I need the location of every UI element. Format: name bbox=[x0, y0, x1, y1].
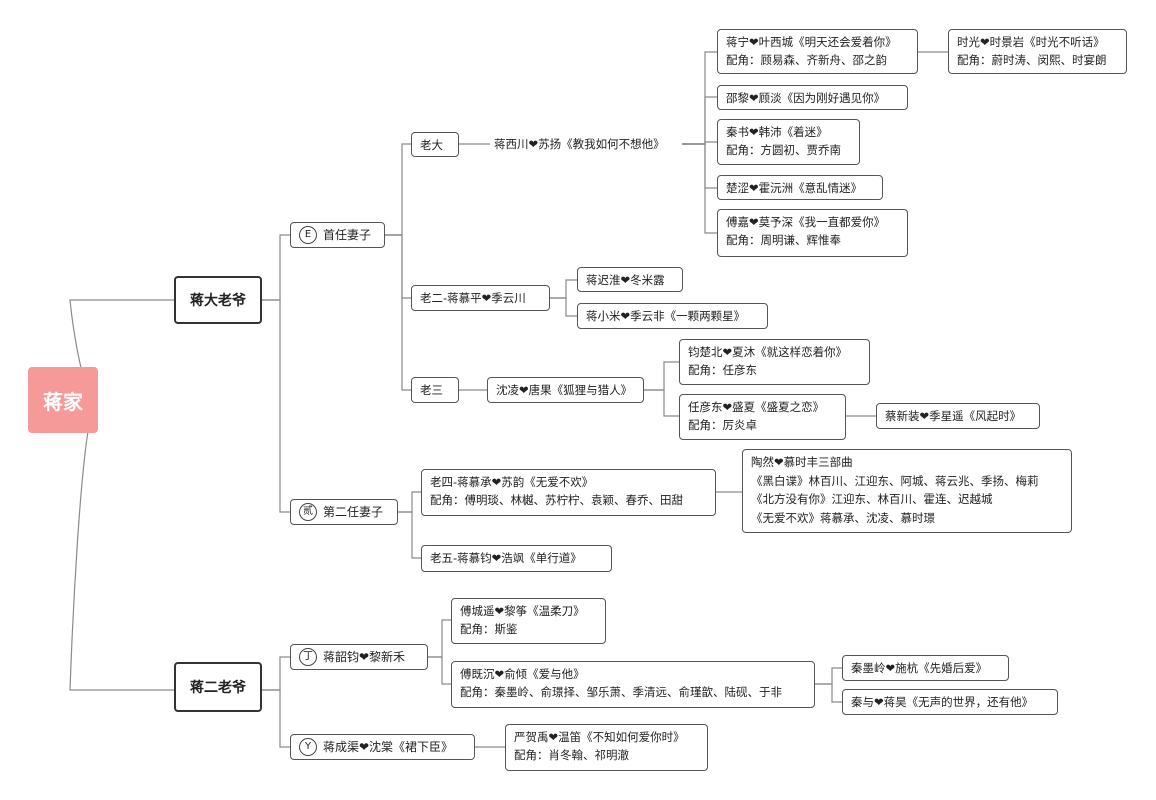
shaojun-child-1[interactable]: 傅城遥❤黎筝《温柔刀》 配角：斯鉴 bbox=[451, 598, 606, 644]
second-son-child-2[interactable]: 蒋小米❤季云非《一颗两颗星》 bbox=[577, 303, 768, 329]
root-node[interactable]: 蒋家 bbox=[28, 367, 98, 433]
eldest-child-2[interactable]: 邵黎❤顾淡《因为刚好遇见你》 bbox=[717, 85, 908, 110]
chengli-child[interactable]: 严贺禹❤温笛《不知如何爱你时》 配角：肖冬翰、祁明澈 bbox=[505, 724, 708, 771]
eldest-child-4[interactable]: 楚涩❤霍沅洲《意乱情迷》 bbox=[717, 175, 883, 200]
second-son-node[interactable]: 老二-蒋慕平❤季云川 bbox=[411, 285, 550, 311]
third-son-child-2[interactable]: 任彦东❤盛夏《盛夏之恋》 配角：厉炎卓 bbox=[679, 394, 846, 440]
second-wife-label: 第二任妻子 bbox=[323, 505, 384, 519]
fourth-son-node[interactable]: 老四-蒋慕承❤苏韵《无爱不欢》 配角：傅明琰、林樾、苏柠柠、袁颖、春乔、田甜 bbox=[421, 469, 716, 516]
chengli-label: 蒋成渠❤沈棠《裙下臣》 bbox=[323, 740, 454, 754]
shaojun-label: 蒋韶钧❤黎新禾 bbox=[323, 650, 406, 664]
shaojun-grandchild-1[interactable]: 秦墨岭❤施杭《先婚后爱》 bbox=[842, 655, 1009, 681]
shaojun-child-2[interactable]: 傅既沉❤俞倾《爱与他》 配角：秦墨岭、俞璟择、邹乐萧、季清远、俞瑾歆、陆砚、于非 bbox=[451, 661, 815, 708]
second-son-child-1[interactable]: 蒋迟淮❤冬米露 bbox=[577, 267, 683, 292]
trilogy-node[interactable]: 陶然❤慕时丰三部曲 《黑白谍》林百川、江迎东、阿城、蒋云兆、季扬、梅莉 《北方没… bbox=[742, 449, 1072, 533]
first-wife-label: 首任妻子 bbox=[323, 228, 372, 242]
eldest-son-node[interactable]: 老大 bbox=[411, 132, 459, 157]
number-two-icon: 贰 bbox=[299, 503, 317, 521]
third-son-node[interactable]: 老三 bbox=[411, 377, 459, 403]
first-wife-node[interactable]: E 首任妻子 bbox=[290, 222, 385, 248]
eldest-couple-label[interactable]: 蒋西川❤苏扬《教我如何不想他》 bbox=[494, 135, 665, 153]
eldest-child-5[interactable]: 傅嘉❤莫予深《我一直都爱你》 配角：周明谦、辉惟奉 bbox=[717, 209, 908, 257]
chengli-node[interactable]: Y 蒋成渠❤沈棠《裙下臣》 bbox=[290, 734, 475, 760]
third-son-grandchild[interactable]: 蔡新装❤季星遥《风起时》 bbox=[876, 403, 1040, 429]
second-wife-node[interactable]: 贰 第二任妻子 bbox=[290, 499, 398, 525]
eldest-child-1[interactable]: 蒋宁❤叶西城《明天还会爱着你》 配角：顾易森、齐新舟、邵之韵 bbox=[717, 29, 918, 74]
third-son-couple[interactable]: 沈凌❤唐果《狐狸与猎人》 bbox=[487, 377, 644, 403]
eldest-child-3[interactable]: 秦书❤韩沛《着迷》 配角：方圆初、贾乔南 bbox=[717, 119, 860, 165]
number-marker-icon: 丁 bbox=[299, 648, 317, 666]
branch-second-master[interactable]: 蒋二老爷 bbox=[174, 662, 262, 712]
eldest-grandchild[interactable]: 时光❤时景岩《时光不听话》 配角：蔚时涛、闵熙、时宴朗 bbox=[948, 29, 1127, 74]
branch-elder-master[interactable]: 蒋大老爷 bbox=[174, 276, 262, 324]
fifth-son-node[interactable]: 老五-蒋慕钧❤浩飒《单行道》 bbox=[421, 545, 612, 572]
number-one-icon: E bbox=[299, 226, 317, 244]
shaojun-node[interactable]: 丁 蒋韶钧❤黎新禾 bbox=[290, 644, 428, 670]
third-son-child-1[interactable]: 钧楚北❤夏沐《就这样恋着你》 配角：任彦东 bbox=[679, 339, 870, 385]
number-marker-icon: Y bbox=[299, 738, 317, 756]
shaojun-grandchild-2[interactable]: 秦与❤蒋昊《无声的世界，还有他》 bbox=[842, 689, 1058, 715]
